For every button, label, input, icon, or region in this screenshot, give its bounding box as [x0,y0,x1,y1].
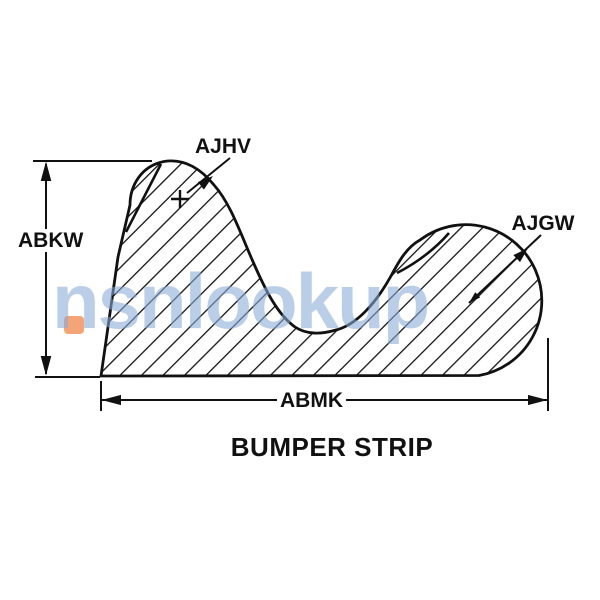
leader-ajhv [171,157,231,208]
abkw-arrow-down-icon [40,356,52,376]
dimension-abkw [33,160,152,378]
circle-construction-arc [396,232,450,275]
ajgw-leader-line [468,234,542,304]
abmk-arrow-right-icon [528,394,548,406]
left-edge-construction-line [124,163,163,233]
abkw-arrow-up-icon [40,161,52,181]
abmk-arrow-left-icon [101,394,121,406]
diagram-title: BUMPER STRIP [230,432,434,462]
ajhv-center-plus-icon [171,190,189,208]
profile-shape [99,159,544,378]
ajgw-center-arrow-icon [469,292,481,303]
ajhv-arrow-icon [197,176,213,190]
ajhv-leader-line [186,157,231,194]
label-abkw: ABKW [15,229,87,252]
label-ajgw: AJGW [511,212,575,235]
label-abmk: ABMK [277,389,346,412]
leader-ajgw [468,234,542,304]
ajgw-arrow-icon [513,248,528,263]
profile-hatch-outline [99,159,544,378]
label-ajhv: AJHV [194,135,252,158]
